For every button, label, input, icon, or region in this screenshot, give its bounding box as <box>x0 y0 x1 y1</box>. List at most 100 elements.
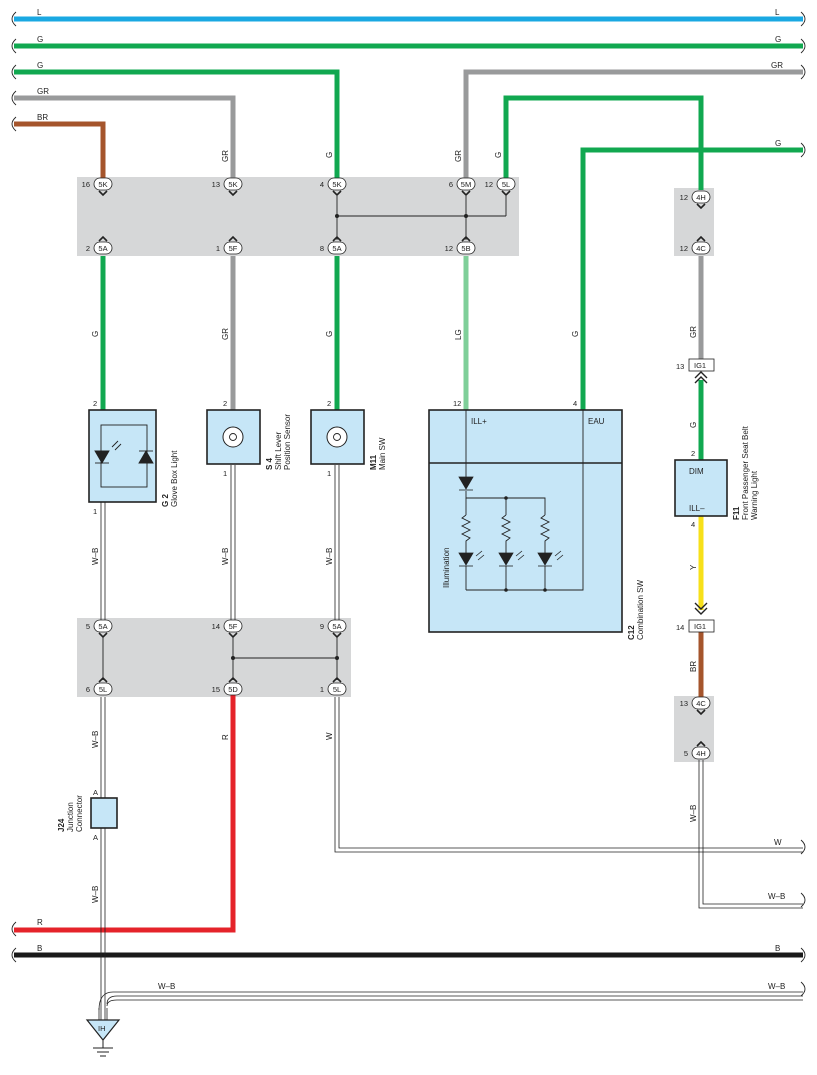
junction-top-lower-0-pin: 2 <box>86 244 90 253</box>
wire-wb-bottom-bus <box>98 991 803 1011</box>
junction-top-lower-0-label: 5A <box>98 244 107 253</box>
bus-wires-top <box>14 16 803 410</box>
junction-top-lower-1-label: 5F <box>229 244 238 253</box>
bus-label-r-left: R <box>37 918 43 927</box>
bus-label-g-left: G <box>37 35 43 44</box>
wires-mid <box>100 256 704 698</box>
junction-bottom-lower-0-label: 5L <box>99 685 107 694</box>
wire-label-g2-wb: W–B <box>91 548 100 565</box>
f11-pin-bottom: 4 <box>691 520 695 529</box>
wire-label-s4-lower: GR <box>221 328 230 340</box>
s4-id: S 4 <box>265 457 274 470</box>
j24-pin-bottom: A <box>93 833 98 842</box>
junction-block-top <box>77 177 519 256</box>
junction-top-upper-2-pin: 4 <box>320 180 324 189</box>
wire-label-c12-upper: GR <box>454 150 463 162</box>
bus-label-w-right: W <box>774 838 782 847</box>
junction-right-bottom-1-label: 4C <box>696 699 706 708</box>
bus-label-wb-bottom-mid: W–B <box>158 982 175 991</box>
junction-bottom-lower-2: 5L 1 <box>320 676 347 696</box>
wire-label-c12-lg: LG <box>454 329 463 340</box>
junction-bottom-upper-0-pin: 5 <box>86 622 90 631</box>
bus-label-g-right-c12: G <box>775 139 781 148</box>
main-sw <box>310 409 365 465</box>
ig1-upper-tag: IG1 <box>694 361 706 370</box>
m11-pin-top: 2 <box>327 399 331 408</box>
j24-name-2: Connector <box>75 795 84 832</box>
wire-label-f11-br: BR <box>689 661 698 672</box>
junction-top-upper-0-pin: 16 <box>82 180 90 189</box>
f11-ill-label: ILL– <box>689 504 705 513</box>
wire-label-s4-wb: W–B <box>221 548 230 565</box>
wire-gr-to-s4 <box>14 95 236 180</box>
bus-label-gr-right: GR <box>771 61 783 70</box>
ground-label: IH <box>98 1024 106 1033</box>
wire-wb-f11 <box>698 760 803 909</box>
junction-bottom-lower-1-pin: 15 <box>212 685 220 694</box>
c12-eau-label: EAU <box>588 417 605 426</box>
s4-name-1: Shift Lever <box>274 431 283 470</box>
junction-bottom-upper-1: 5F 14 <box>212 619 243 639</box>
junction-bottom-upper-1-pin: 14 <box>212 622 220 631</box>
m11-name: Main SW <box>378 437 387 470</box>
junction-right-bottom-2: 4H 5 <box>684 740 711 760</box>
junction-connector-j24 <box>90 797 118 829</box>
junction-top-upper-4-pin: 12 <box>485 180 493 189</box>
junction-top-lower-1: 5F 1 <box>216 235 243 255</box>
wire-wb-ground <box>98 697 108 1020</box>
f11-id: F11 <box>732 506 741 520</box>
wire-label-m11-w: W <box>325 732 334 740</box>
junction-bottom-upper-2-label: 5A <box>332 622 341 631</box>
junction-bottom-upper-1-label: 5F <box>229 622 238 631</box>
c12-id: C12 <box>627 625 636 640</box>
g2-id: G 2 <box>161 494 170 507</box>
junction-top-upper-2-label: 5K <box>332 180 341 189</box>
wire-label-f11-gr: GR <box>689 326 698 338</box>
junction-top-upper-3: 5M 6 <box>449 177 476 197</box>
c12-pin-eau: 4 <box>573 399 577 408</box>
s4-pin-top: 2 <box>223 399 227 408</box>
wire-label-g2-lower: G <box>91 331 100 337</box>
junction-bottom-upper-0-label: 5A <box>98 622 107 631</box>
bus-label-b-right: B <box>775 944 780 953</box>
c12-ill-plus-label: ILL+ <box>471 417 487 426</box>
shift-lever-position-sensor <box>206 409 261 465</box>
bus-label-l-right: L <box>775 8 780 17</box>
junction-top-upper-3-pin: 6 <box>449 180 453 189</box>
c12-pin-ill: 12 <box>453 399 461 408</box>
wire-g-c12-eau <box>580 147 803 410</box>
junction-top-upper-3-label: 5M <box>461 180 471 189</box>
junction-top-lower-3-pin: 12 <box>445 244 453 253</box>
wire-r <box>14 694 236 933</box>
junction-right-bottom-2-pin: 5 <box>684 749 688 758</box>
bus-label-wb-bottom-right: W–B <box>768 982 785 991</box>
junction-right-top-2-label: 4C <box>696 244 706 253</box>
junction-top-upper-0-label: 5K <box>98 180 107 189</box>
ig1-lower-pin: 14 <box>676 623 684 632</box>
wire-g-to-m11 <box>14 69 340 180</box>
junction-top-lower-0: 5A 2 <box>86 235 113 255</box>
junction-bottom-lower-2-pin: 1 <box>320 685 324 694</box>
wire-label-s4-r: R <box>221 734 230 740</box>
bus-label-br-left: BR <box>37 113 48 122</box>
junction-top-lower-1-pin: 1 <box>216 244 220 253</box>
ig1-upper-pin: 13 <box>676 362 684 371</box>
junction-bottom-lower-2-label: 5L <box>333 685 341 694</box>
junction-bottom-lower-0: 5L6 <box>86 676 113 696</box>
seat-belt-warning-light <box>674 459 728 517</box>
wire-gr-right <box>463 69 803 180</box>
c12-illumination-label: Illumination <box>442 548 451 588</box>
j24-name-1: Junction <box>66 802 75 832</box>
junction-right-bottom-2-label: 4H <box>696 749 706 758</box>
junction-top-upper-1-label: 5K <box>228 180 237 189</box>
g2-pin-top: 2 <box>93 399 97 408</box>
